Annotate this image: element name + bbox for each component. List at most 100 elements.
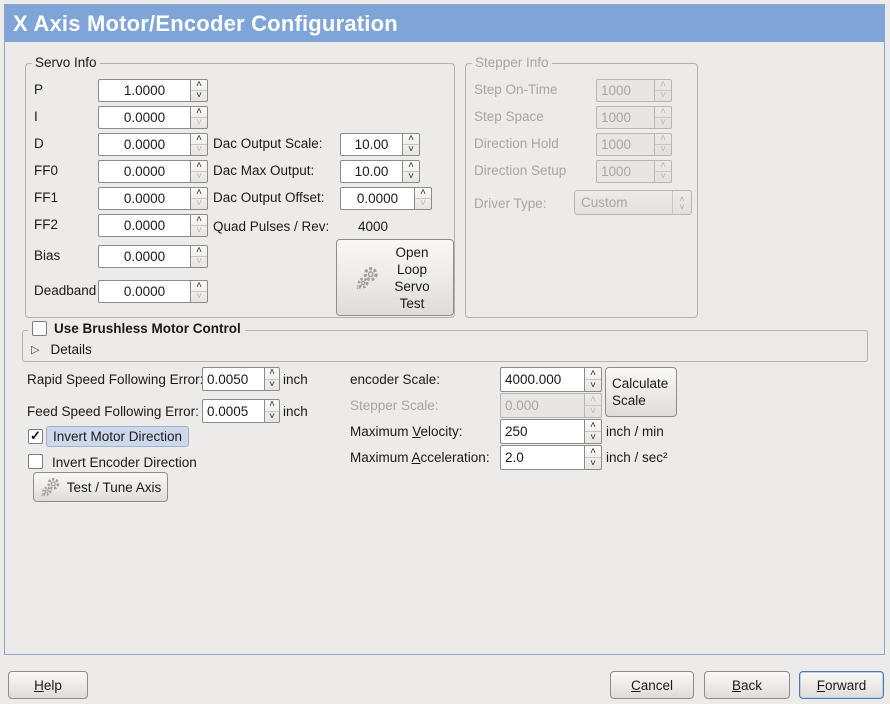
- encoder-scale-label: encoder Scale:: [350, 372, 441, 387]
- bias-spinbox: ˄˅: [98, 245, 208, 268]
- spin-up-arrow: ˄: [585, 394, 601, 406]
- calculate-scale-button[interactable]: Calculate Scale: [605, 367, 677, 417]
- invert-encoder-direction-checkbox[interactable]: [28, 454, 43, 469]
- servo-info-frame: Servo Info P ˄˅ I ˄˅ D ˄˅ FF0 ˄˅ FF1 ˄˅ …: [25, 55, 455, 318]
- p-gain-input[interactable]: [98, 79, 190, 102]
- forward-button-label: Forward: [816, 677, 867, 693]
- feed-following-error-label: Feed Speed Following Error:: [27, 404, 199, 419]
- spin-down-arrow[interactable]: ˅: [590, 457, 596, 469]
- details-label: Details: [50, 342, 92, 357]
- forward-button[interactable]: Forward: [799, 671, 884, 699]
- invert-encoder-direction-label[interactable]: Invert Encoder Direction: [52, 455, 197, 470]
- spin-up-arrow[interactable]: ˄: [403, 161, 419, 172]
- spin-up-arrow[interactable]: ˄: [191, 107, 207, 118]
- dac-output-scale-label: Dac Output Scale:: [213, 136, 323, 151]
- spin-up-arrow[interactable]: ˄: [191, 134, 207, 145]
- p-gain-spinbox: ˄˅: [98, 79, 208, 102]
- spin-up-arrow[interactable]: ˄: [415, 188, 431, 199]
- spin-down-arrow[interactable]: ˅: [269, 378, 275, 390]
- bias-label: Bias: [34, 248, 61, 263]
- spin-up-arrow[interactable]: ˄: [191, 215, 207, 226]
- spin-down-arrow[interactable]: ˅: [590, 379, 596, 391]
- back-button[interactable]: Back: [704, 671, 790, 699]
- brushless-checkbox-row[interactable]: Use Brushless Motor Control: [28, 321, 245, 336]
- ff0-gain-input[interactable]: [98, 160, 190, 183]
- rapid-following-error-label: Rapid Speed Following Error:: [27, 372, 204, 387]
- feed-following-error-unit: inch: [283, 404, 308, 419]
- spin-up-arrow: ˄: [655, 80, 671, 91]
- details-expander[interactable]: ▷ Details: [31, 342, 92, 357]
- step-on-time-input: [596, 79, 654, 102]
- spin-down-arrow: ˅: [196, 117, 202, 128]
- spin-down-arrow[interactable]: ˅: [269, 410, 275, 422]
- feed-following-error-input[interactable]: [202, 399, 264, 423]
- help-button-label: Help: [34, 677, 62, 693]
- dac-output-scale-spinbox: ˄˅: [340, 133, 420, 156]
- d-gain-input[interactable]: [98, 133, 190, 156]
- ff1-gain-input[interactable]: [98, 187, 190, 210]
- step-space-label: Step Space: [474, 109, 544, 124]
- i-gain-input[interactable]: [98, 106, 190, 129]
- spin-up-arrow[interactable]: ˄: [191, 80, 207, 91]
- brushless-checkbox[interactable]: [32, 321, 47, 336]
- step-space-input: [596, 106, 654, 129]
- invert-motor-direction-label[interactable]: Invert Motor Direction: [46, 426, 190, 447]
- spin-down-arrow[interactable]: ˅: [196, 90, 202, 101]
- spin-up-arrow[interactable]: ˄: [265, 400, 279, 412]
- bias-input[interactable]: [98, 245, 190, 268]
- encoder-scale-input[interactable]: [500, 367, 584, 392]
- maximum-acceleration-input[interactable]: [500, 445, 584, 470]
- spin-up-arrow[interactable]: ˄: [265, 368, 279, 380]
- test-tune-axis-button[interactable]: Test / Tune Axis: [33, 472, 168, 502]
- spin-down-arrow[interactable]: ˅: [408, 171, 414, 182]
- step-on-time-label: Step On-Time: [474, 82, 558, 97]
- spin-down-arrow[interactable]: ˅: [590, 431, 596, 443]
- deadband-input[interactable]: [98, 280, 190, 303]
- spin-down-arrow: ˅: [660, 90, 666, 101]
- help-button[interactable]: Help: [8, 671, 88, 699]
- spin-up-arrow[interactable]: ˄: [585, 446, 601, 458]
- dac-output-offset-input[interactable]: [340, 187, 414, 210]
- direction-hold-label: Direction Hold: [474, 136, 559, 151]
- ff2-gain-input[interactable]: [98, 214, 190, 237]
- spin-up-arrow[interactable]: ˄: [191, 161, 207, 172]
- rapid-following-error-input[interactable]: [202, 367, 264, 391]
- maximum-velocity-unit: inch / min: [606, 424, 664, 439]
- spin-up-arrow[interactable]: ˄: [191, 246, 207, 257]
- spin-up-arrow[interactable]: ˄: [585, 368, 601, 380]
- driver-type-value: Custom: [581, 195, 628, 210]
- deadband-spinbox: ˄˅: [98, 280, 208, 303]
- dac-output-scale-input[interactable]: [340, 133, 402, 156]
- maximum-velocity-input[interactable]: [500, 419, 584, 444]
- spin-up-arrow[interactable]: ˄: [585, 420, 601, 432]
- stepper-info-frame-label: Stepper Info: [472, 55, 552, 70]
- direction-hold-spinbox: ˄˅: [596, 133, 672, 156]
- open-loop-servo-test-button[interactable]: Open Loop Servo Test: [336, 239, 454, 316]
- cancel-button[interactable]: Cancel: [610, 671, 694, 699]
- page-title: X Axis Motor/Encoder Configuration: [13, 10, 398, 36]
- spin-down-arrow: ˅: [196, 171, 202, 182]
- spin-up-arrow[interactable]: ˄: [191, 281, 207, 292]
- dac-max-output-input[interactable]: [340, 160, 402, 183]
- spin-up-arrow[interactable]: ˄: [191, 188, 207, 199]
- gears-icon: [40, 477, 59, 497]
- servo-info-frame-label: Servo Info: [32, 55, 100, 70]
- expander-triangle-icon: ▷: [31, 344, 40, 356]
- open-loop-servo-test-label: Open Loop Servo Test: [394, 244, 430, 311]
- direction-setup-label: Direction Setup: [474, 163, 567, 178]
- dac-max-output-spinbox: ˄˅: [340, 160, 420, 183]
- spin-down-arrow: ˅: [196, 198, 202, 209]
- dac-output-offset-label: Dac Output Offset:: [213, 190, 325, 205]
- spin-up-arrow: ˄: [655, 107, 671, 118]
- maximum-acceleration-unit: inch / sec²: [606, 450, 668, 465]
- spin-up-arrow[interactable]: ˄: [403, 134, 419, 145]
- spin-down-arrow[interactable]: ˅: [408, 144, 414, 155]
- rapid-following-error-spinbox: ˄˅: [202, 367, 280, 391]
- maximum-velocity-label: Maximum Velocity:: [350, 424, 463, 439]
- stepper-scale-label: Stepper Scale:: [350, 398, 439, 413]
- invert-motor-direction-checkbox[interactable]: [28, 429, 43, 444]
- spin-down-arrow: ˅: [590, 405, 596, 417]
- ff1-gain-spinbox: ˄˅: [98, 187, 208, 210]
- i-label: I: [34, 109, 38, 124]
